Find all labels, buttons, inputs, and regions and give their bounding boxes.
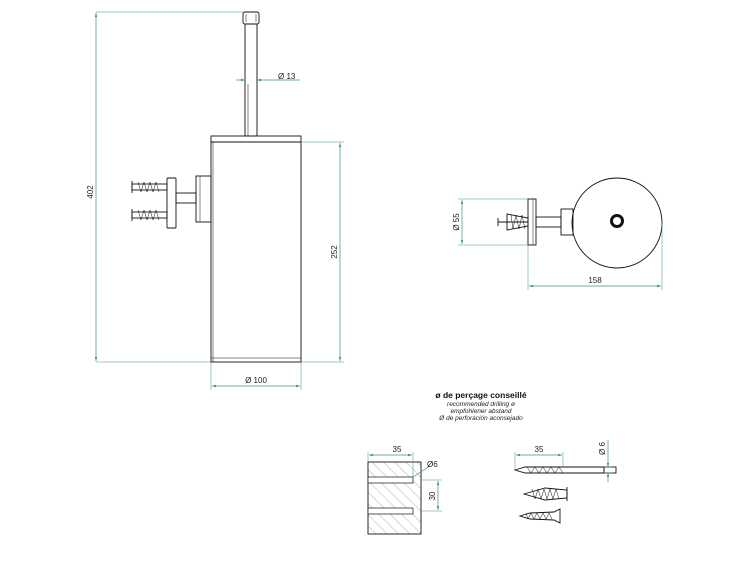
overall-height-label: 402 <box>86 185 95 199</box>
container-body <box>210 141 302 363</box>
bracket-arm <box>175 192 197 204</box>
top-wall-anchor <box>497 213 529 231</box>
screw <box>518 508 561 524</box>
lid <box>210 135 302 143</box>
hole-depth-label: 35 <box>393 445 402 454</box>
bracket-collar <box>195 175 212 223</box>
drilling-note-line-es: Ø de perforación aconsejado <box>438 415 523 422</box>
wall-plug <box>522 487 568 501</box>
drilling-note: ø de perçage conseillé recommended drill… <box>435 390 526 422</box>
hole-diameter-label: Ø6 <box>427 460 438 469</box>
front-view: 402 Ø 13 252 Ø 100 <box>86 11 344 390</box>
drill-hole-top <box>367 476 414 484</box>
wall-anchor-top <box>131 181 168 193</box>
hole-spacing-label: 30 <box>428 491 437 500</box>
drill-hole-bottom <box>367 507 414 515</box>
handle-diameter-label: Ø 13 <box>278 72 296 81</box>
drill-depth-label: 35 <box>535 445 544 454</box>
handle-knob <box>242 11 260 25</box>
top-wall-flange <box>527 198 537 246</box>
drilling-note-title: ø de perçage conseillé <box>435 390 526 400</box>
wall-flange <box>166 177 177 229</box>
flange-diameter-label: Ø 55 <box>452 213 461 231</box>
drilling-note-line-de: empfohlener abstand <box>450 408 511 415</box>
body-diameter-label: Ø 100 <box>245 376 267 385</box>
top-bracket-arm <box>535 216 562 228</box>
drill-diameter-label: Ø 6 <box>598 442 607 455</box>
projection-label: 158 <box>588 276 602 285</box>
handle-stem <box>244 23 258 137</box>
body-height-label: 252 <box>330 245 339 259</box>
wall-anchor-bottom <box>131 209 168 221</box>
wall-section: 35 30 Ø6 <box>367 445 442 535</box>
top-bracket-collar <box>560 208 574 236</box>
wall-block <box>367 461 422 535</box>
drill-bit: 35 Ø 6 <box>513 440 617 482</box>
handle-hole-inner <box>613 217 621 225</box>
top-view: Ø 55 158 <box>452 177 663 290</box>
drilling-note-line-en: recommended drilling ø <box>447 401 515 408</box>
